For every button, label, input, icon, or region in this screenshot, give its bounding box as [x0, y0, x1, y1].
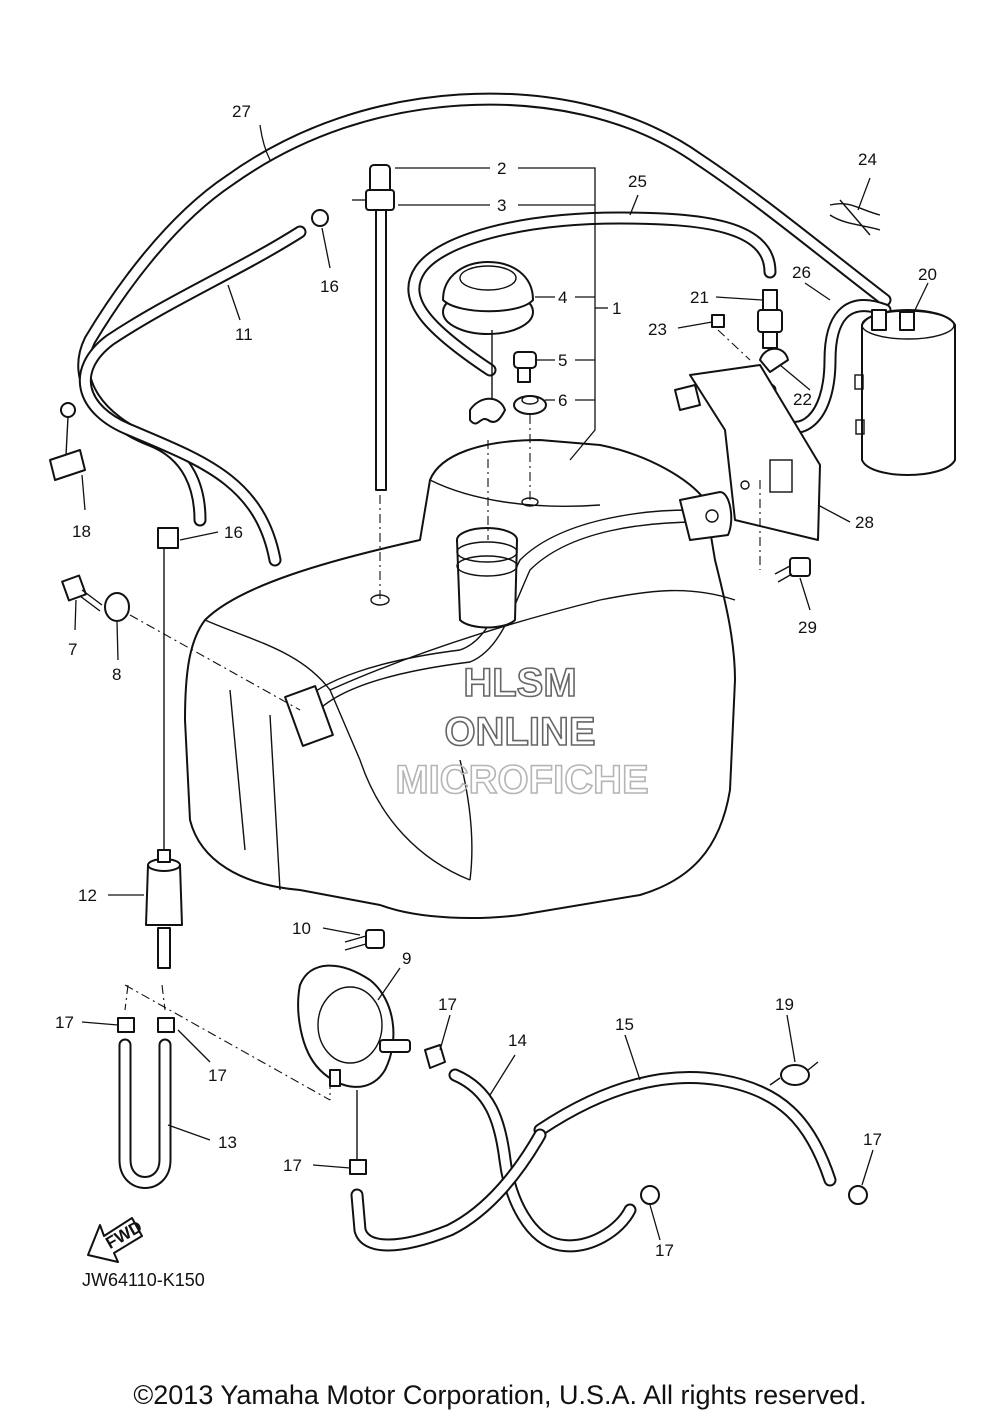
- callout-16-mid: 16: [224, 523, 243, 542]
- callout-29: 29: [798, 618, 817, 637]
- callout-24: 24: [858, 150, 877, 169]
- callout-14: 14: [508, 1031, 527, 1050]
- callout-leaders: [74, 124, 929, 1241]
- callout-3: 3: [497, 196, 506, 215]
- watermark-line-3: MICROFICHE: [395, 758, 648, 802]
- callout-10: 10: [292, 919, 311, 938]
- callout-4: 4: [558, 288, 567, 307]
- grommet-6: [513, 395, 547, 415]
- callout-6: 6: [558, 391, 567, 410]
- callout-28: 28: [855, 513, 874, 532]
- clamp-17-e: [640, 1185, 660, 1205]
- screw-23: [711, 314, 725, 328]
- rollover-valve-5: [513, 351, 537, 369]
- bolt-10: [344, 929, 385, 951]
- fuel-hose-13: [118, 1038, 172, 1189]
- callout-17-f: 17: [863, 1130, 882, 1149]
- callout-22: 22: [793, 390, 812, 409]
- clamp-17-a: [117, 1017, 135, 1033]
- clamp-17-f: [848, 1185, 868, 1205]
- bolt-29: [774, 557, 811, 583]
- callout-1: 1: [612, 299, 621, 318]
- clamp-22: [759, 347, 789, 373]
- forward-arrow-icon: FWD: [87, 1217, 145, 1263]
- callout-17-e: 17: [655, 1241, 674, 1260]
- callout-26: 26: [792, 263, 811, 282]
- callout-8: 8: [112, 665, 121, 684]
- callout-19: 19: [775, 995, 794, 1014]
- watermark-line-1: HLSM: [463, 661, 576, 705]
- callout-7: 7: [68, 640, 77, 659]
- callout-23: 23: [648, 320, 667, 339]
- callout-25: 25: [628, 172, 647, 191]
- callout-17-c: 17: [283, 1156, 302, 1175]
- watermark: HLSM ONLINE MICROFICHE: [395, 660, 650, 803]
- callout-15: 15: [615, 1015, 634, 1034]
- clip-18: [49, 402, 86, 481]
- fuel-hose-14: [448, 1068, 637, 1253]
- charcoal-canister-20: [854, 309, 956, 476]
- clamp-17-b: [157, 1017, 175, 1033]
- callout-21: 21: [690, 288, 709, 307]
- collar-8: [104, 592, 130, 622]
- cap-strap-clip: [469, 397, 506, 425]
- fuel-pickup-2: [352, 164, 395, 491]
- fuel-tank: [184, 439, 736, 919]
- canister-bracket-28: [674, 364, 821, 541]
- callout-17-b: 17: [208, 1066, 227, 1085]
- callout-20: 20: [918, 265, 937, 284]
- callout-9: 9: [402, 949, 411, 968]
- clip-24: [829, 199, 881, 236]
- callout-16-top: 16: [320, 277, 339, 296]
- clamp-17-d: [424, 1044, 446, 1069]
- callout-13: 13: [218, 1133, 237, 1152]
- callout-27: 27: [232, 102, 251, 121]
- callout-18: 18: [72, 522, 91, 541]
- check-valve-21: [757, 289, 783, 349]
- bolt-7: [61, 574, 103, 612]
- callout-17-a: 17: [55, 1013, 74, 1032]
- fuel-hose-15: [533, 1071, 837, 1187]
- vent-hose-11: [78, 225, 307, 567]
- fuel-cap-4: [442, 261, 534, 335]
- fuel-pump-9: [297, 964, 411, 1088]
- callout-5: 5: [558, 351, 567, 370]
- callout-11: 11: [235, 325, 253, 344]
- fuel-hose-lower: [350, 1128, 547, 1252]
- hose-clamp-16-mid: [157, 527, 179, 549]
- copyright-notice: ©2013 Yamaha Motor Corporation, U.S.A. A…: [133, 1380, 867, 1410]
- diagram-code: JW64110-K150: [82, 1270, 205, 1290]
- callout-labels: 1 2 3 4 5 6 7 8 9 10 11 12 13 14 15 16 1…: [55, 102, 937, 1260]
- watermark-line-2: ONLINE: [444, 710, 595, 754]
- callout-2: 2: [497, 159, 506, 178]
- vent-hose-25: [407, 211, 777, 377]
- hose-clamp-16-top: [311, 209, 329, 227]
- callout-12: 12: [78, 886, 97, 905]
- clamp-17-c: [349, 1159, 367, 1175]
- fuel-filter-12: [145, 849, 183, 969]
- clip-19: [769, 1061, 819, 1086]
- callout-17-d: 17: [438, 995, 457, 1014]
